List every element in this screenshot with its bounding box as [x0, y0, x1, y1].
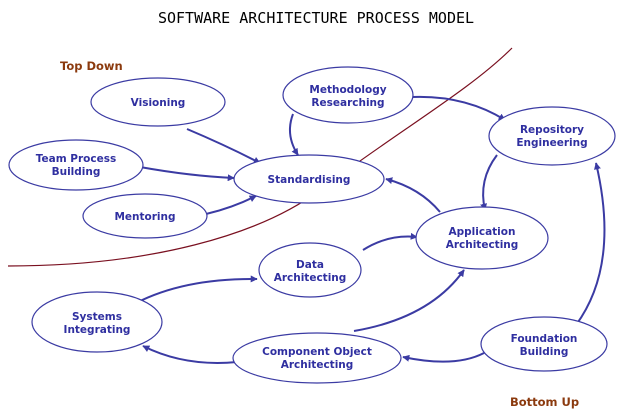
node-standardising: Standardising	[233, 154, 385, 204]
node-data-architecting-shape	[258, 242, 362, 298]
edge-methodology-standardising	[288, 113, 299, 156]
node-standardising-label: Standardising	[268, 174, 351, 186]
diagram-title: SOFTWARE ARCHITECTURE PROCESS MODEL	[158, 9, 474, 27]
node-methodology-label-line2: Researching	[311, 97, 384, 109]
node-application-architecting: Application Architecting	[415, 206, 549, 270]
node-methodology-label-line1: Methodology	[309, 84, 386, 96]
node-mentoring-shape	[82, 193, 208, 239]
node-visioning: Visioning	[90, 77, 226, 127]
node-foundation-building-shape	[480, 316, 608, 372]
node-visioning-shape	[90, 77, 226, 127]
node-visioning-label: Visioning	[131, 97, 186, 109]
edge-component-application	[353, 269, 465, 332]
edge-systems-data	[135, 275, 258, 304]
node-methodology-researching: Methodology Researching	[282, 66, 414, 124]
node-repository-engineering: Repository Engineering	[488, 106, 616, 166]
edge-foundation-repository	[575, 162, 606, 326]
node-data-label-line1: Data	[296, 259, 324, 271]
node-systems-label-line2: Integrating	[64, 324, 131, 336]
node-repository-label-line1: Repository	[520, 124, 584, 136]
node-data-label-line2: Architecting	[274, 272, 347, 284]
node-foundation-building: Foundation Building	[480, 316, 608, 372]
edge-component-systems	[142, 345, 238, 364]
top-down-label: Top Down	[60, 59, 123, 73]
edge-foundation-component	[402, 352, 485, 363]
node-component-object-architecting-shape	[232, 332, 402, 384]
node-systems-integrating-shape	[31, 291, 163, 353]
node-team-label-line2: Building	[52, 166, 101, 178]
edge-mentoring-standardising	[205, 195, 257, 215]
edge-visioning-standardising	[186, 128, 261, 164]
edge-application-standardising	[385, 177, 441, 213]
node-data-architecting: Data Architecting	[258, 242, 362, 298]
node-application-label-line2: Architecting	[446, 239, 519, 251]
edge-data-application	[362, 232, 418, 251]
node-foundation-label-line1: Foundation	[511, 333, 578, 345]
node-component-label-line1: Component Object	[262, 346, 372, 358]
node-team-label-line1: Team Process	[36, 153, 117, 165]
edge-repository-application	[480, 154, 498, 211]
edges	[135, 95, 606, 364]
node-team-process-building-shape	[8, 139, 144, 191]
node-application-label-line1: Application	[449, 226, 516, 238]
node-component-object-architecting: Component Object Architecting	[232, 332, 402, 384]
edge-methodology-repository	[411, 95, 506, 121]
node-component-label-line2: Architecting	[281, 359, 354, 371]
node-repository-engineering-shape	[488, 106, 616, 166]
node-standardising-shape	[233, 154, 385, 204]
node-application-architecting-shape	[415, 206, 549, 270]
node-mentoring-label: Mentoring	[114, 211, 175, 223]
node-team-process-building: Team Process Building	[8, 139, 144, 191]
node-repository-label-line2: Engineering	[516, 137, 587, 149]
node-foundation-label-line2: Building	[520, 346, 569, 358]
node-mentoring: Mentoring	[82, 193, 208, 239]
edge-team-standardising	[139, 166, 235, 182]
node-methodology-researching-shape	[282, 66, 414, 124]
node-systems-label-line1: Systems	[72, 311, 122, 323]
node-systems-integrating: Systems Integrating	[31, 291, 163, 353]
bottom-up-label: Bottom Up	[510, 395, 579, 409]
